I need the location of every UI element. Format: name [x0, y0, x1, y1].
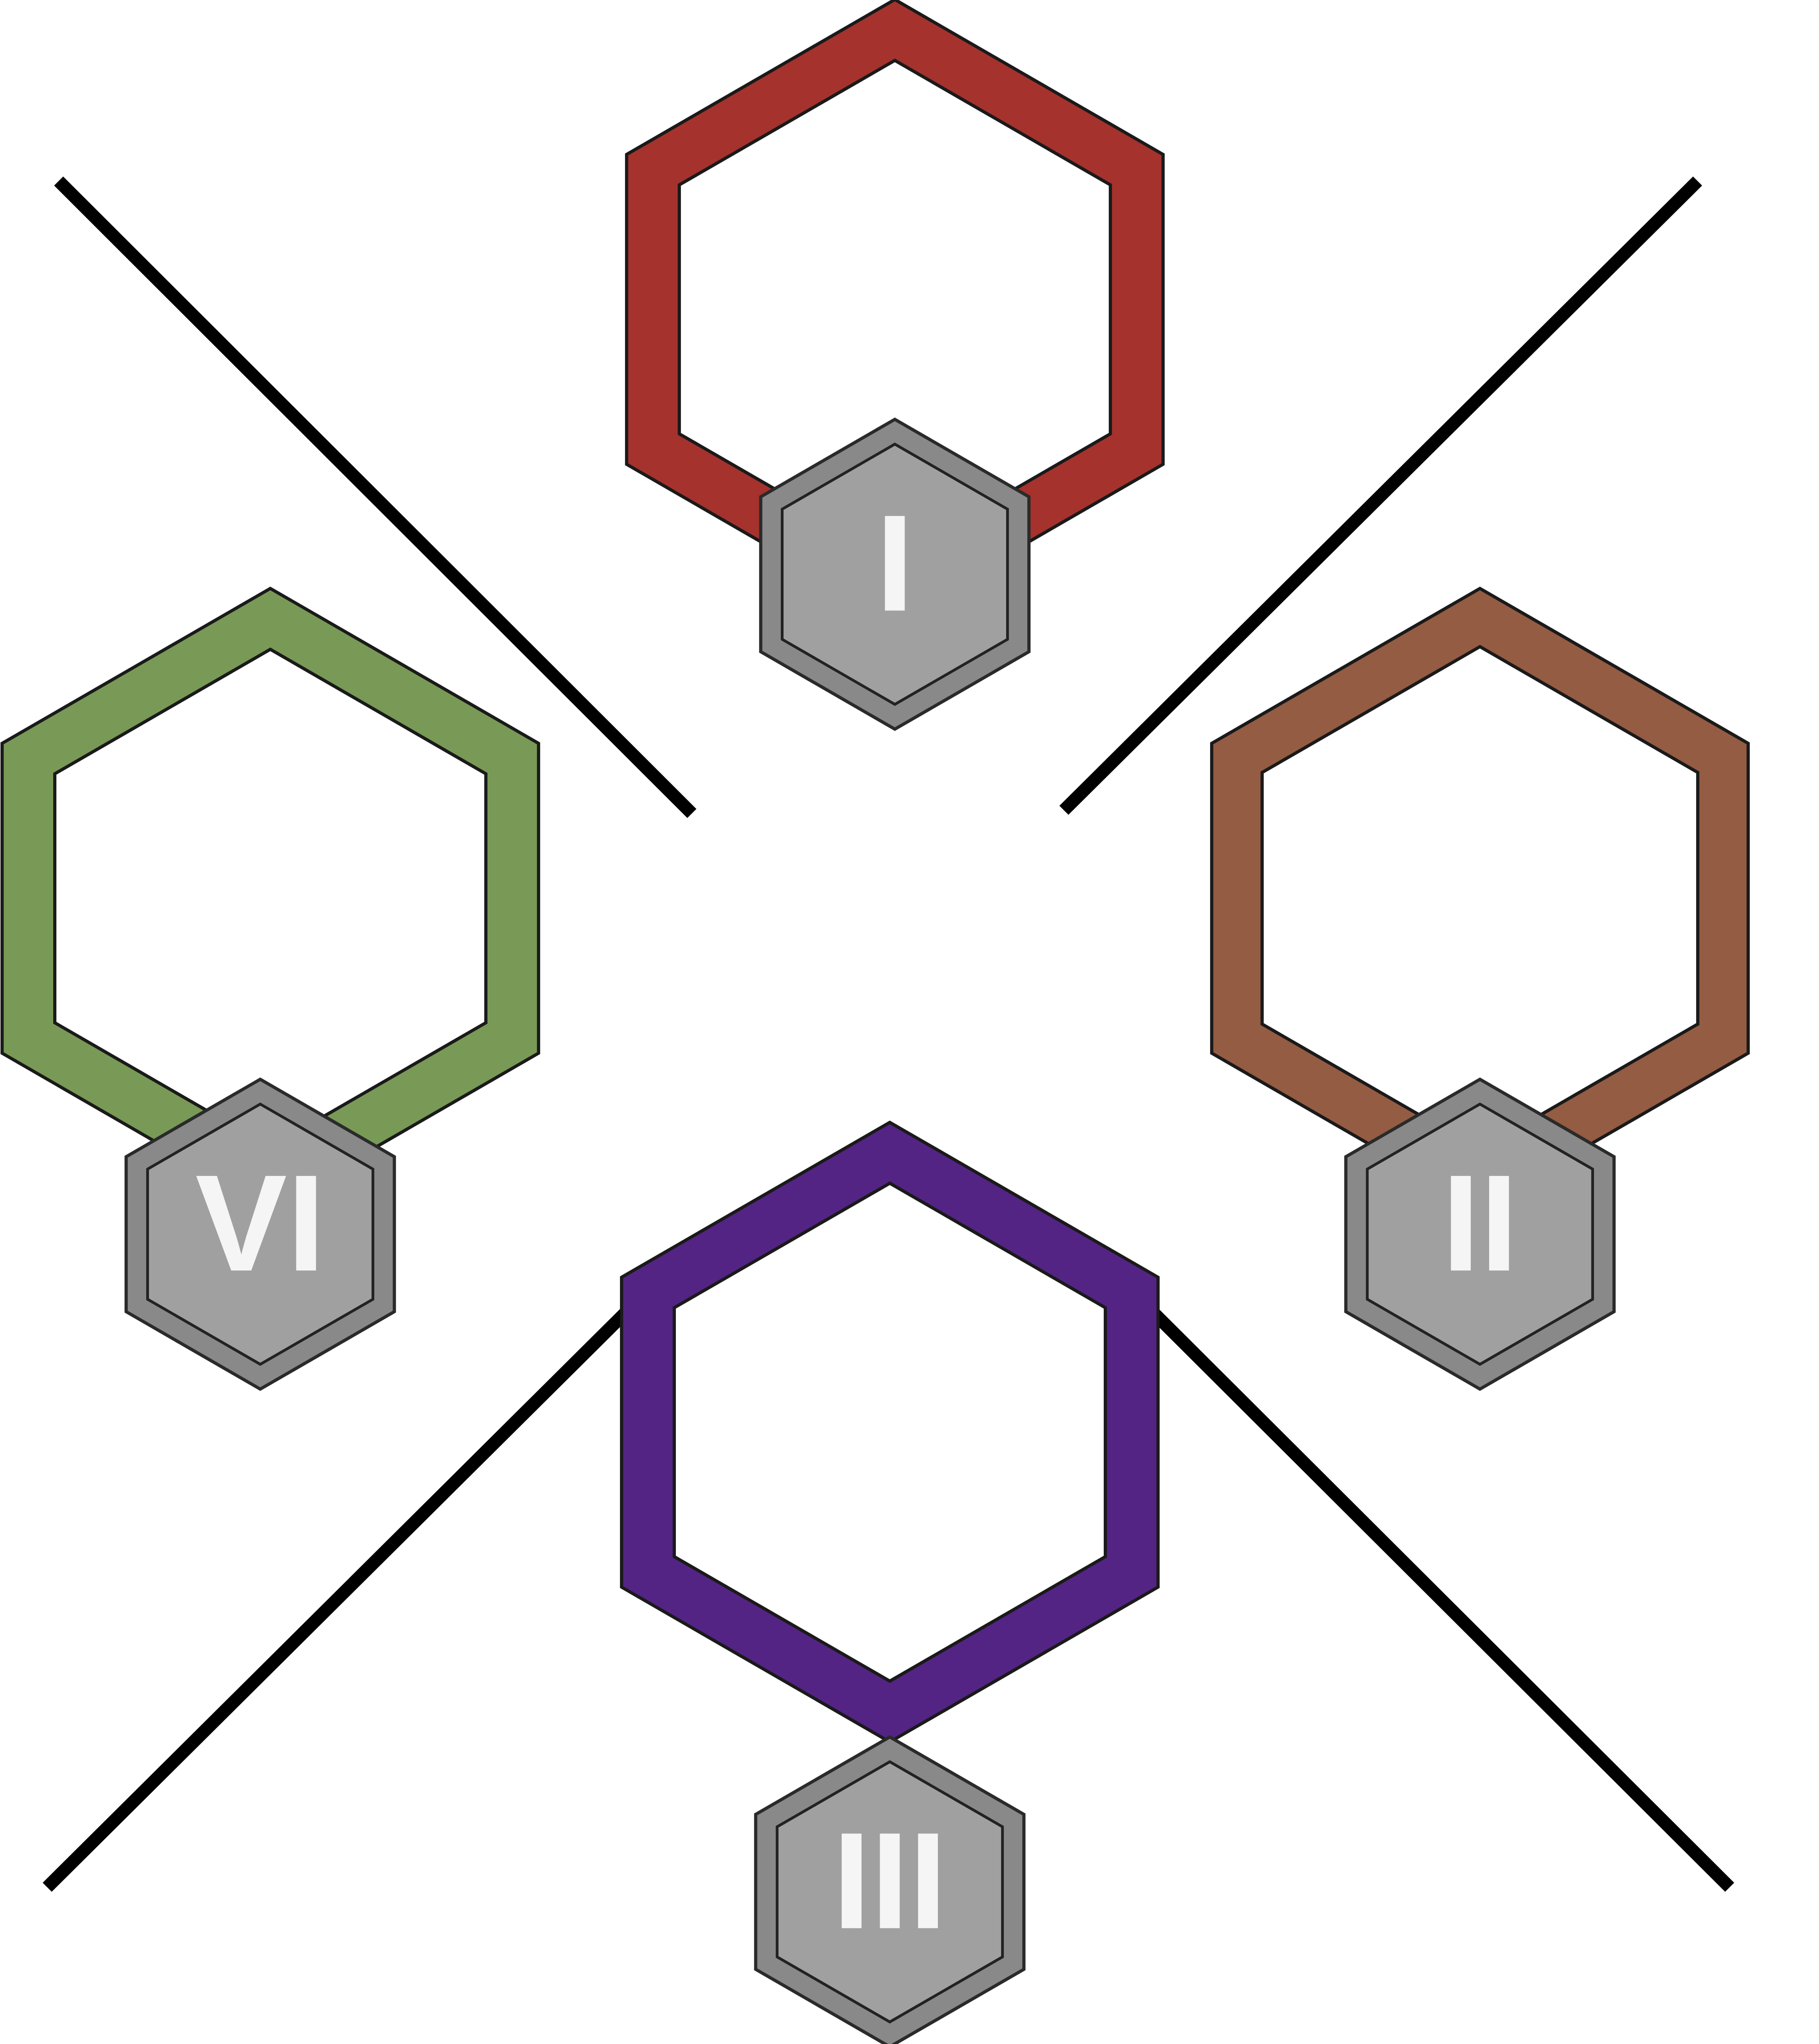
numeral-badge-1: I: [759, 417, 1031, 731]
hex-ring-3: [620, 1120, 1160, 1744]
numeral-badge-3: III: [754, 1735, 1026, 2044]
numeral-label-1: I: [876, 486, 914, 640]
numeral-label-3: III: [833, 1803, 947, 1957]
numeral-label-6: VI: [195, 1146, 325, 1300]
hex-tile-1[interactable]: I: [625, 0, 1165, 731]
numeral-label-2: II: [1442, 1146, 1518, 1300]
badge-inner-hex-3: [776, 1760, 1004, 2024]
divider-line-top-left: [54, 176, 696, 818]
hex-tile-6[interactable]: VI: [0, 586, 540, 1391]
divider-line-bottom-right: [1094, 1253, 1734, 1892]
badge-inner-hex-6: [146, 1102, 374, 1366]
hex-tile-2[interactable]: II: [1210, 586, 1750, 1391]
divider-line-bottom-left: [43, 1253, 685, 1892]
numeral-badge-2: II: [1344, 1077, 1616, 1391]
divider-lines: [43, 176, 1734, 1892]
badge-inner-hex-1: [781, 442, 1009, 706]
numeral-badge-6: VI: [124, 1077, 396, 1391]
hex-tile-3[interactable]: III: [620, 1120, 1160, 2044]
badge-inner-hex-2: [1366, 1102, 1594, 1366]
divider-line-top-right: [1059, 176, 1702, 815]
